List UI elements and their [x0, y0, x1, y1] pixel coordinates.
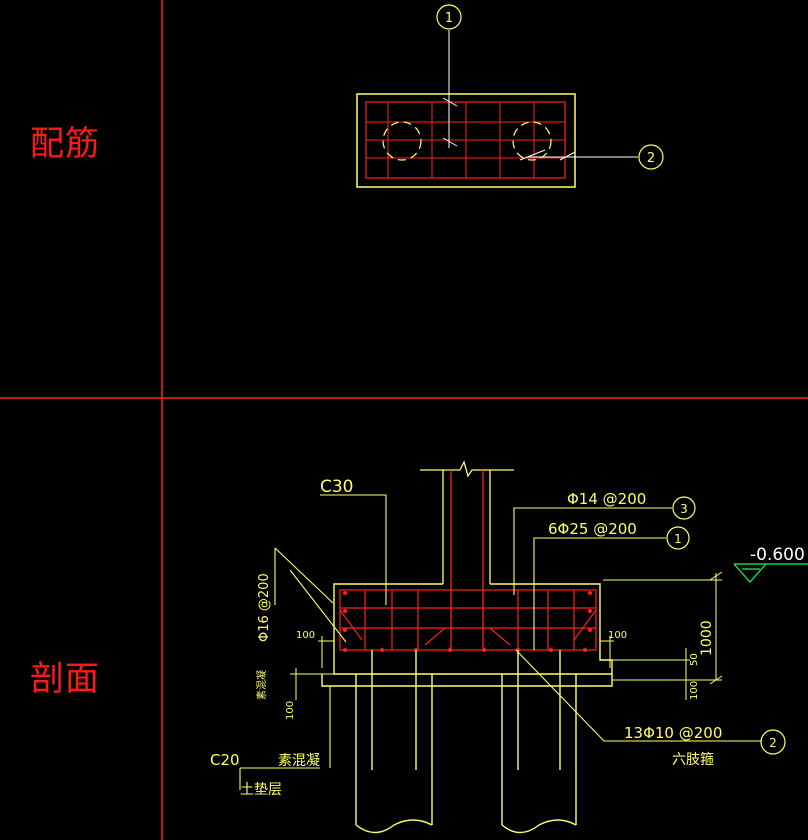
level-marker: [733, 563, 808, 583]
piles: [355, 650, 577, 834]
cap-rebar-dots: [343, 591, 592, 652]
main-bar-label: 6Φ25 @200: [548, 520, 637, 538]
callout-sec-1: 1: [666, 526, 690, 550]
section-leaders: [239, 494, 762, 790]
plain-concrete-label: 素混凝: [278, 753, 320, 769]
pad-label: 素混凝: [255, 670, 268, 700]
svg-text:1: 1: [445, 11, 453, 26]
dim-100-bottom: 100: [689, 681, 700, 700]
callout-sec-2: 2: [760, 729, 786, 755]
concrete-grade: C30: [320, 477, 354, 497]
dim-1000: 1000: [699, 620, 715, 656]
dim-100-right: 100: [608, 630, 627, 641]
callout-top-1: 1: [436, 4, 462, 30]
plan-view: 1 2: [356, 4, 664, 188]
svg-text:2: 2: [647, 151, 655, 166]
label-peijin-2: 筋: [65, 124, 99, 164]
section-view: 3 1 2 C30 Φ14 @200 6Φ25 @200 -0.600 Φ16 …: [210, 460, 808, 834]
svg-text:3: 3: [680, 502, 688, 516]
c20-label: C20: [210, 751, 240, 769]
plan-rebar-grid: [366, 102, 565, 178]
callout-top-2: 2: [638, 144, 664, 170]
dim-100-pad: 100: [285, 701, 296, 720]
cushion-label: 土垫层: [240, 782, 282, 798]
column-stub: [420, 460, 514, 584]
six-leg-label: 六肢箍: [672, 751, 714, 768]
svg-text:1: 1: [674, 532, 682, 546]
cap-rebar-cage: [339, 589, 597, 651]
side-bar-label: Φ16 @200: [257, 573, 272, 642]
top-bar-label: Φ14 @200: [567, 490, 646, 508]
level-label: -0.600: [750, 545, 805, 565]
base-bar-label: 13Φ10 @200: [624, 724, 722, 742]
plan-leader-lines: [442, 30, 638, 161]
dimension-lines: [290, 571, 723, 700]
label-poumian-2: 面: [65, 659, 99, 699]
dim-50: 50: [689, 653, 700, 666]
dim-100-left: 100: [296, 630, 315, 641]
svg-text:2: 2: [769, 736, 777, 750]
column-rebars: [450, 470, 484, 650]
label-peijin-1: 配: [30, 124, 64, 164]
label-poumian-1: 剖: [30, 659, 64, 699]
callout-sec-3: 3: [672, 496, 696, 520]
plan-outline: [356, 93, 576, 188]
pile-circles-plan: [382, 121, 552, 161]
